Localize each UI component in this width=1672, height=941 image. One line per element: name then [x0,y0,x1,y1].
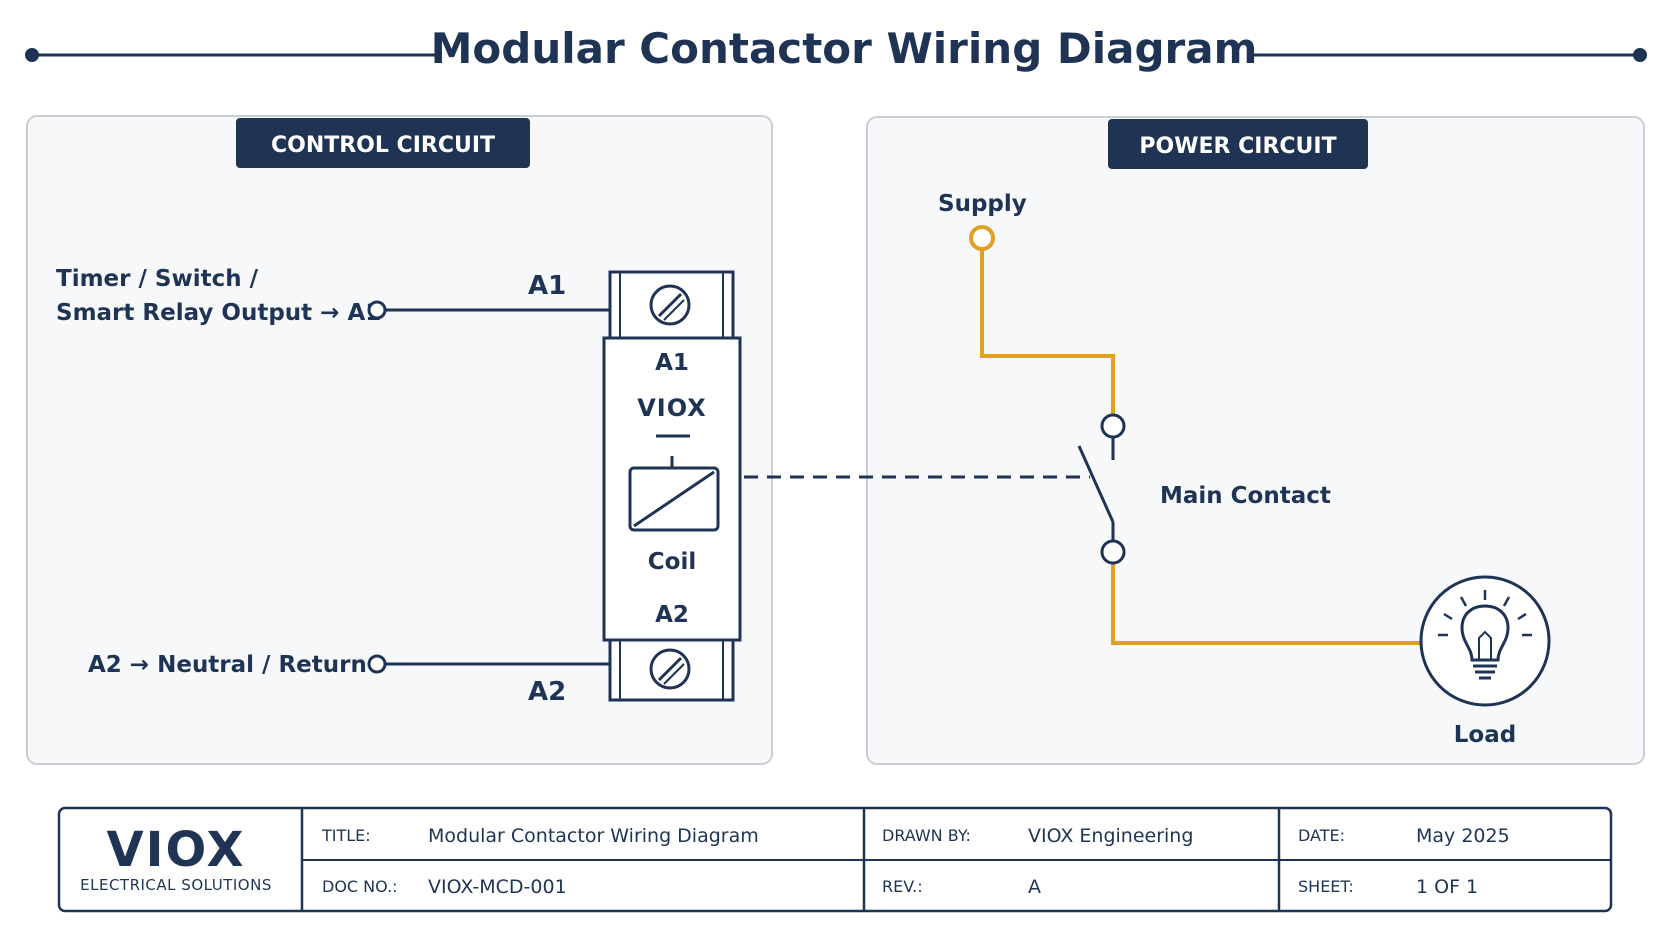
contact-upper-terminal [1100,413,1126,439]
control-return-label: A2 → Neutral / Return [88,652,367,678]
control-circuit-panel: CONTROL CIRCUIT Timer / Switch / Smart R… [26,115,773,765]
contact-blade [1077,445,1115,523]
title-value: Modular Contactor Wiring Diagram [428,825,759,847]
rev-key: REV.: [882,877,923,896]
control-circuit-tag [236,118,530,168]
drawn-by-value: VIOX Engineering [1028,825,1193,847]
header-rule-right-dot [1633,48,1647,62]
power-circuit-tag [1108,119,1368,169]
date-value: May 2025 [1416,825,1510,847]
header-rule-left-dot [25,48,39,62]
a1-input-terminal [367,300,387,320]
device-terminal-a2: A2 [655,602,689,628]
a1-wire-label: A1 [528,271,566,301]
supply-wire [980,250,1115,416]
page-title: Modular Contactor Wiring Diagram [431,24,1258,73]
load-wire [1111,564,1420,645]
lightbulb-icon [1419,575,1551,707]
device-terminal-a1: A1 [655,350,689,376]
power-circuit-title: POWER CIRCUIT [1139,134,1336,159]
supply-label: Supply [938,191,1027,217]
doc-no-value: VIOX-MCD-001 [428,876,567,898]
title-block: VIOX ELECTRICAL SOLUTIONS TITLE: Modular… [57,806,1613,913]
supply-terminal [969,225,995,251]
drawn-by-key: DRAWN BY: [882,826,971,845]
rev-value: A [1028,876,1041,898]
coil-symbol-icon [628,466,720,532]
main-contact-label: Main Contact [1160,483,1331,509]
header: Modular Contactor Wiring Diagram [25,24,1647,73]
bottom-screw-icon [649,648,691,690]
main-contact [1077,413,1126,565]
viox-logo: VIOX [106,822,245,878]
doc-no-key: DOC NO.: [322,877,398,896]
power-circuit-panel: POWER CIRCUIT Supply Main Contact [866,116,1645,765]
contact-lower-terminal [1100,539,1126,565]
viox-logo-subtitle: ELECTRICAL SOLUTIONS [80,876,272,894]
a2-return-terminal [367,654,387,674]
sheet-key: SHEET: [1298,877,1354,896]
control-input-label-line1: Timer / Switch / [56,266,259,292]
date-key: DATE: [1298,826,1345,845]
top-screw-icon [649,284,691,326]
control-input-label-line2: Smart Relay Output → A1 [56,300,381,326]
device-brand: VIOX [637,394,707,422]
control-panel-frame [26,115,773,765]
title-key: TITLE: [321,826,371,845]
sheet-value: 1 OF 1 [1416,876,1478,898]
coil-label: Coil [648,549,696,575]
load-label: Load [1454,722,1516,748]
a2-wire-label: A2 [528,677,566,707]
control-circuit-title: CONTROL CIRCUIT [271,133,495,158]
contactor-device: A1 VIOX Coil A2 [602,270,742,702]
